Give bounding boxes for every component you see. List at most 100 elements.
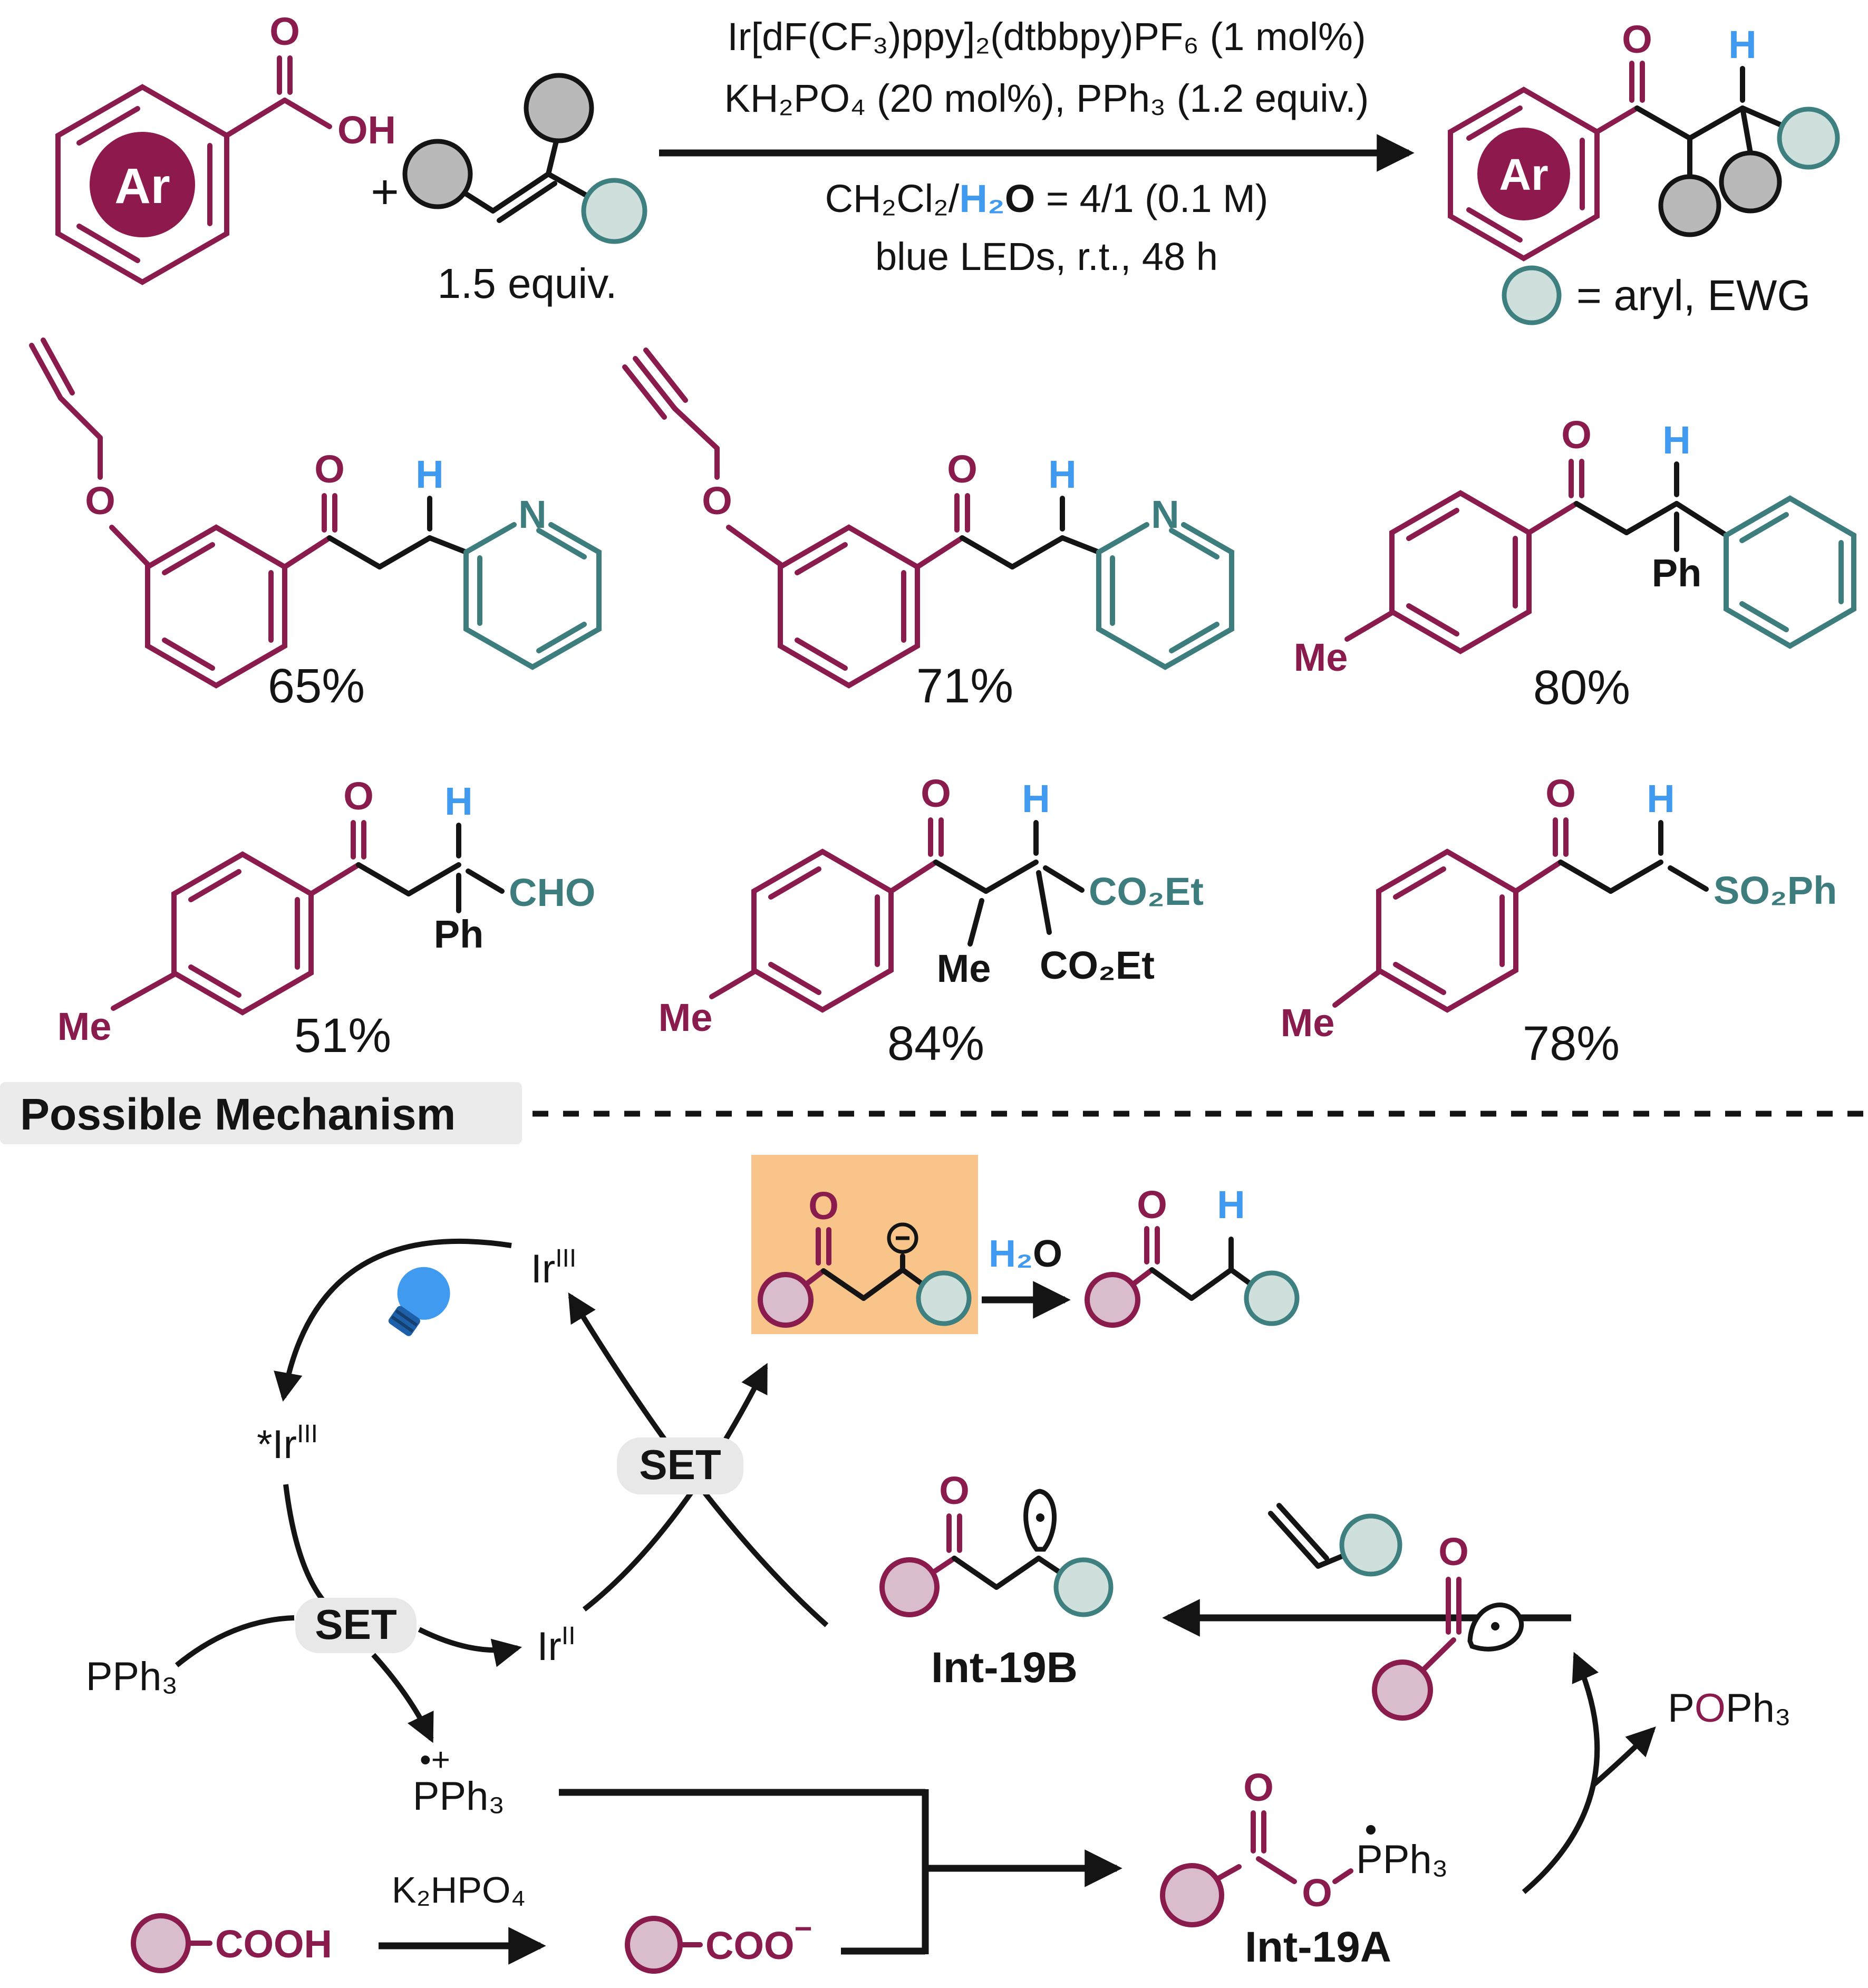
bond [930,1556,957,1576]
alkene-reagent: 1.5 equiv. [402,73,647,307]
carbanion-intermediate: O [751,1155,978,1334]
substituent-circle-gray [524,73,594,143]
bulb-base [388,1306,420,1336]
ether-o-label: O [85,479,115,523]
substituent-circle-gray [402,139,473,209]
carbonyl-o-label: O [939,1469,970,1512]
conditions-line2: KH₂PO₄ (20 mol%), PPh₃ (1.2 equiv.) [724,76,1369,120]
bond [709,969,757,999]
carbonyl-o-label: O [1545,771,1576,815]
aromatic-double-bond [1406,603,1459,636]
ring-edge [463,522,517,555]
aromatic-double-bond [1739,512,1789,543]
h-label: H [1647,777,1675,821]
bond [960,535,1015,570]
ar-circle [90,132,195,237]
bond [1036,1556,1063,1576]
header-box [0,1082,522,1144]
aromatic-double-bond [536,622,587,653]
aromatic-double-bond [1466,105,1523,141]
bond [356,862,411,896]
pyridine-ring: N [463,493,602,670]
alkyne-triple-bond [622,364,667,420]
int-19a-label: Int-19A [1245,1923,1391,1971]
arrow-int19a-to-acyl [1522,1652,1600,1894]
yield-1: 65% [268,659,365,713]
mechanism-diagram: O H₂O O H [86,1155,1791,1974]
bond [1558,860,1613,894]
ir-sup: III [555,1244,576,1272]
set-pill-1 [295,1598,417,1653]
poph3-p: P [1668,1686,1695,1731]
coo-text: COO [705,1924,795,1967]
pyridine-ring: N [1096,493,1234,670]
carbonyl-o-label: O [947,447,977,491]
carboxylate-label: COO− [705,1912,812,1967]
h-label: H [1217,1183,1245,1227]
ring-edge [1096,522,1149,555]
h-label: H [415,452,443,496]
aromatic-double-bond [1169,528,1219,559]
bond [1149,1267,1194,1301]
poph3-o: O [1695,1686,1726,1731]
arrow-set-to-ir2 [418,1627,522,1667]
bond [994,1556,1041,1590]
benzene-ring [778,524,920,689]
aromatic-double-bond [162,542,215,575]
aromatic-double-bond [795,542,848,575]
conditions-line1: Ir[dF(CF₃)ppy]₂(dtbbpy)PF₆ (1 mol%) [727,15,1366,59]
substituent-circle-teal [1053,1557,1114,1617]
bond [1674,501,1729,538]
int-19a: O O PPh₃ Int-19A [1160,1765,1448,1971]
benzene-ring [171,851,314,1016]
ir2-label: IrII [537,1622,575,1669]
generic-product: Ar O H [1448,17,1840,262]
co2et-teal-label: CO₂Et [1089,870,1204,913]
bond [1634,105,1692,141]
conditions-line3: CH₂Cl₂/H₂O = 4/1 (0.1 M) [825,177,1269,220]
me-label: Me [1294,635,1348,679]
minus-circle-icon [887,1222,918,1254]
alkene-double-bond [1276,1503,1329,1561]
bond [803,1268,826,1287]
alkene-double-bond [1268,1511,1321,1569]
legend-teal-circle [1502,265,1562,325]
bond [1608,860,1663,894]
oh-label: OH [337,108,396,152]
bond [282,535,332,570]
carbonyl-o-label: O [314,447,345,491]
arrow-ir2-to-carbanion [582,1363,768,1611]
ir-base: Ir [537,1624,561,1669]
carbonyl-o-label: O [269,9,300,53]
h-label: H [1022,777,1050,821]
ring-edge [463,522,602,670]
alkyne-triple-bond [643,348,688,403]
aryl-circle-pink [131,1913,191,1973]
substituent-circle-teal [1777,107,1840,170]
aromatic-double-bond [1169,622,1219,653]
product-5: Me O Me H CO₂Et CO₂Et 84% [659,771,1204,1070]
product-4: Me O H Ph CHO 51% [57,774,596,1063]
set-label-2: SET [639,1441,721,1488]
ir3-star-label: *IrIII [257,1420,318,1467]
h2o-label: H₂O [989,1233,1062,1275]
poph3-ph3: Ph₃ [1726,1686,1791,1731]
bond [1256,1856,1297,1884]
cho-label: CHO [509,871,595,914]
plus-sign: + [371,165,399,219]
aromatic-double-bond [1406,508,1459,541]
yield-4: 51% [294,1009,391,1063]
benzene-ring [145,524,287,689]
k2hpo4-label: K₂HPO₄ [392,1869,526,1910]
bond [861,1267,905,1301]
radical-dot [1036,1513,1044,1522]
aromatic-double-bond [768,866,821,900]
carbonyl-o-label: O [1137,1183,1167,1227]
product-6: Me O H SO₂Ph 78% [1281,771,1837,1070]
pph3-radical-cation: •+ PPh₃ [413,1742,1122,1955]
bond [1043,865,1085,893]
bond [915,535,965,570]
aromatic-double-bond [1739,601,1789,632]
carbonyl-o-label: O [343,774,374,818]
